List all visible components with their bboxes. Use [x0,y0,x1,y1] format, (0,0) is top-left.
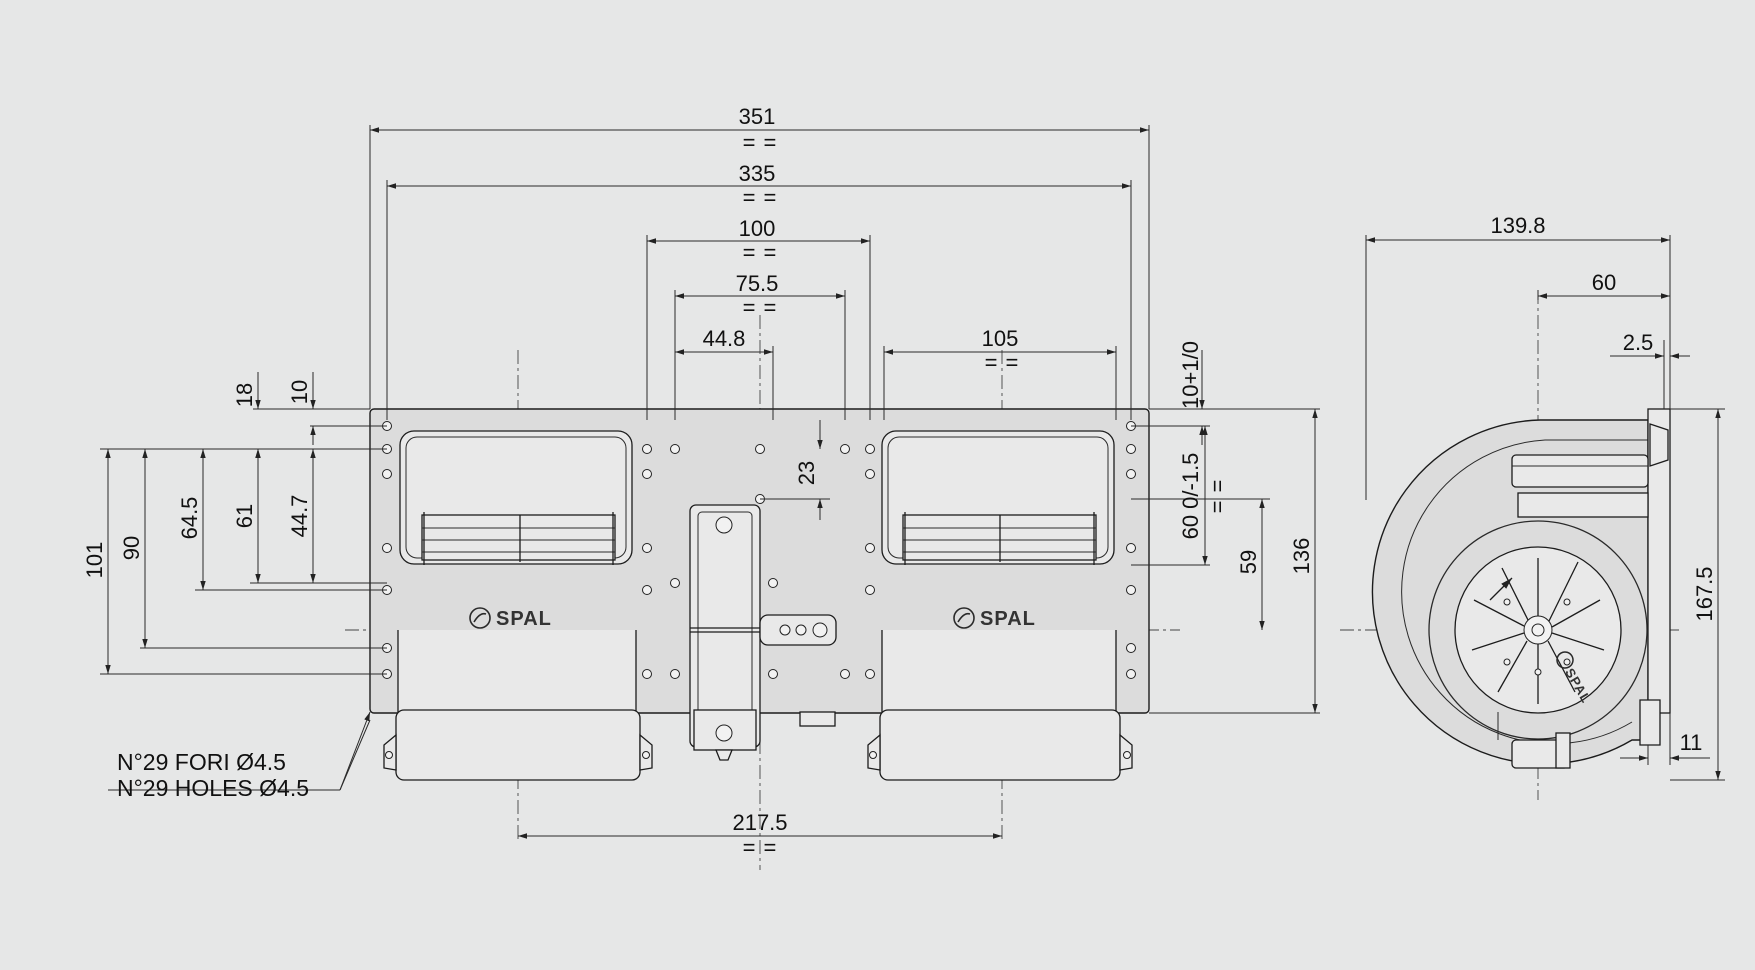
svg-text:351: 351 [739,104,776,129]
svg-text:139.8: 139.8 [1490,213,1545,238]
svg-text:59: 59 [1236,550,1261,574]
svg-text:136: 136 [1289,538,1314,575]
side-dimensions: 139.8 60 2.5 167.5 11 [1365,213,1725,781]
svg-text:= =: = = [743,240,778,265]
svg-text:60 0/-1.5: 60 0/-1.5 [1178,453,1203,540]
svg-text:60: 60 [1592,270,1616,295]
svg-text:= =: = = [1205,479,1230,514]
svg-text:18: 18 [232,383,257,407]
right-dimensions: 10+1/0 60 0/-1.5 = = 59 136 [1131,341,1320,714]
svg-text:10: 10 [287,380,312,404]
svg-text:N°29 FORI Ø4.5: N°29 FORI Ø4.5 [117,749,286,775]
svg-text:44.7: 44.7 [287,495,312,538]
svg-text:= =: = = [743,835,778,860]
svg-text:SPAL: SPAL [496,608,552,630]
motor-bracket [689,504,761,761]
spal-logo-left: SPAL [469,607,552,630]
svg-text:23: 23 [794,461,819,485]
svg-text:167.5: 167.5 [1692,566,1717,621]
svg-text:= =: = = [743,130,778,155]
svg-text:= =: = = [985,350,1020,375]
svg-text:100: 100 [739,216,776,241]
svg-text:2.5: 2.5 [1623,330,1654,355]
front-view: SPAL SPAL [82,104,1320,870]
svg-text:44.8: 44.8 [703,326,746,351]
right-lower-housing [881,630,1117,713]
left-dimensions: 18 10 44.7 61 64.5 90 101 [82,372,387,675]
svg-text:105: 105 [982,326,1019,351]
connector [759,614,837,727]
svg-text:11: 11 [1680,730,1703,755]
svg-text:61: 61 [232,504,257,528]
side-view: SPAL 139.8 60 2.5 167.5 [1340,213,1725,800]
holes-note: N°29 FORI Ø4.5 N°29 HOLES Ø4.5 [108,711,371,801]
dimension-23: 23 [760,420,830,520]
svg-text:90: 90 [119,536,144,560]
svg-text:101: 101 [82,542,107,579]
svg-text:75.5: 75.5 [736,271,779,296]
svg-text:= =: = = [743,185,778,210]
svg-text:= =: = = [743,295,778,320]
svg-text:SPAL: SPAL [980,608,1036,630]
svg-text:N°29 HOLES Ø4.5: N°29 HOLES Ø4.5 [117,775,309,801]
svg-text:217.5: 217.5 [732,810,787,835]
right-outlet [881,430,1115,565]
mounting-holes [382,421,1136,679]
left-outlet [399,430,633,565]
spal-logo-right: SPAL [953,607,1036,630]
svg-text:335: 335 [739,161,776,186]
svg-text:64.5: 64.5 [177,497,202,540]
left-lower-housing [397,630,637,713]
top-dimensions: 351 = = 335 = = 100 = = 75.5 = = 44.8 10… [369,104,1150,420]
bottom-dimension: 217.5 = = [518,810,1002,860]
svg-text:10+1/0: 10+1/0 [1178,341,1203,409]
